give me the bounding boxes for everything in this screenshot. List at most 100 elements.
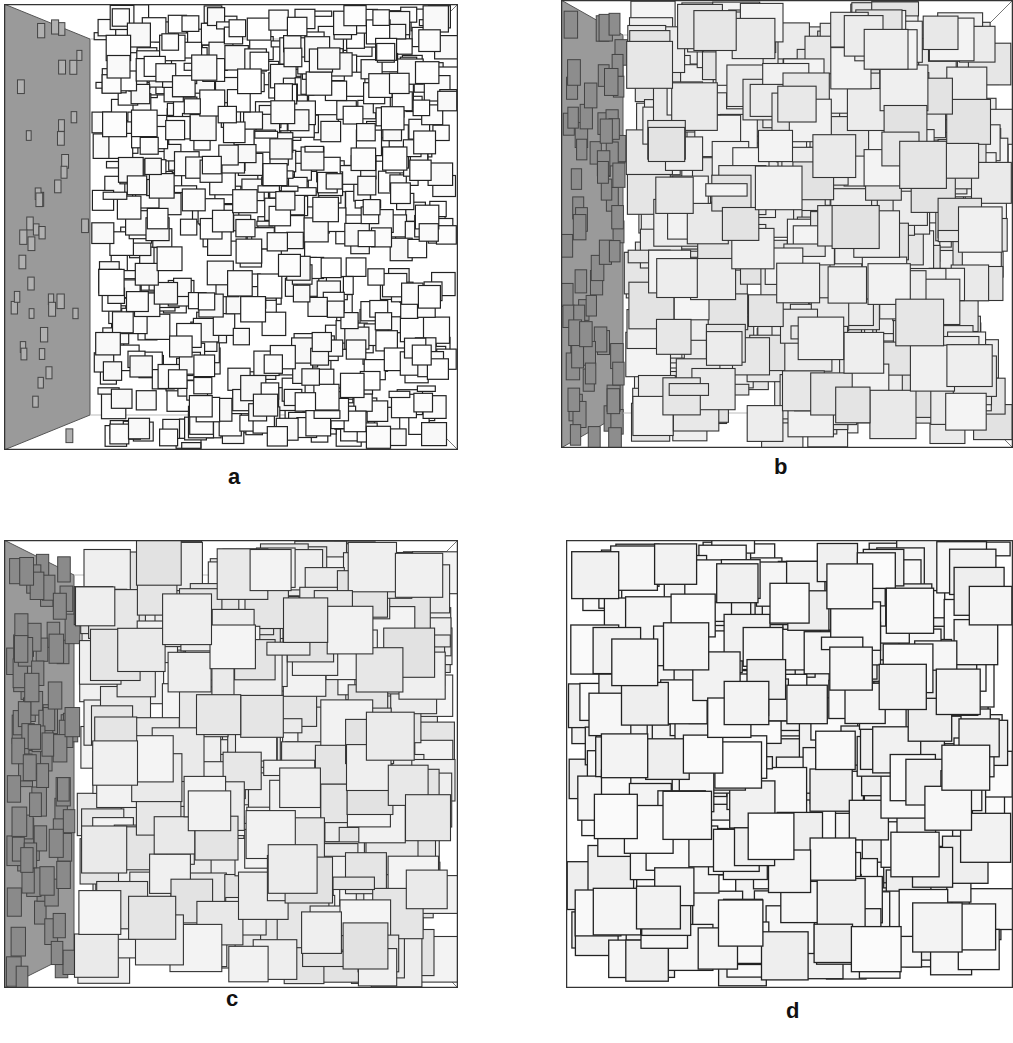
plate-square [612, 206, 624, 229]
plate-square [17, 80, 24, 94]
plate-square [410, 160, 431, 180]
plate-square [406, 795, 451, 841]
plate-square [213, 210, 234, 232]
plate-square [390, 24, 406, 39]
plate-square [584, 83, 596, 108]
plate-square [832, 206, 879, 249]
plate-square [419, 30, 441, 52]
plate-square [414, 393, 433, 412]
plate-square [73, 308, 78, 318]
plate-square [57, 861, 71, 888]
plate-square [343, 106, 363, 124]
plate-square [657, 319, 692, 354]
plate-square [76, 587, 115, 626]
plate-square [107, 56, 130, 79]
plate-square [59, 120, 65, 132]
plate-square [568, 60, 581, 86]
plate-square [19, 255, 26, 269]
plate-square [170, 336, 193, 357]
plate-square [140, 137, 158, 154]
plate-square [406, 870, 447, 909]
plate-square [166, 121, 185, 140]
plate-square [39, 227, 45, 239]
plate-square [103, 192, 127, 199]
plate-packing-view [561, 0, 1013, 448]
box-frame [562, 1, 1013, 448]
plate-square [163, 594, 212, 645]
plate-square [376, 38, 397, 60]
plate-square [318, 48, 340, 69]
plate-square [192, 55, 217, 80]
panel-ground [566, 540, 1013, 988]
plate-square [747, 406, 783, 442]
plate-square [238, 69, 262, 94]
plate-square [368, 269, 384, 285]
plate-square [11, 301, 17, 314]
plate-square [20, 558, 34, 586]
plate-square [707, 332, 743, 366]
plate-square [366, 712, 414, 760]
plate-square [61, 166, 67, 178]
plate-square [333, 877, 374, 889]
plate-square [389, 391, 410, 397]
plate-square [46, 367, 52, 379]
plate-square [194, 378, 212, 394]
plate-square [59, 23, 65, 36]
plate-square [7, 888, 21, 916]
plate-square [166, 371, 186, 391]
plate-square [39, 349, 44, 360]
plate-square [18, 702, 30, 727]
plate-square [358, 231, 375, 247]
plate-square [627, 41, 673, 88]
plate-square [346, 258, 366, 277]
plate-square [16, 966, 28, 988]
plate-square [284, 598, 328, 643]
plate-square [594, 327, 606, 352]
plate-square [168, 652, 211, 692]
plate-square [229, 946, 268, 982]
plate-square [162, 34, 179, 50]
plate-square [247, 18, 270, 40]
plate-square [233, 328, 249, 344]
plate-square [344, 6, 366, 26]
plate-square [27, 217, 33, 230]
plate-square [149, 174, 174, 199]
plate-square [864, 29, 908, 69]
box-frame [5, 541, 458, 988]
plate-square [228, 271, 253, 296]
plate-square [868, 264, 910, 305]
plate-square [49, 302, 56, 316]
plate-square [314, 411, 340, 419]
plate-square [82, 826, 127, 873]
plate-square [276, 192, 295, 210]
plate-square [182, 189, 205, 211]
plate-square [669, 384, 708, 396]
plate-square [896, 299, 944, 346]
plate-packing-view [4, 4, 458, 450]
plate-square [341, 373, 365, 397]
plate-square [416, 62, 439, 84]
plate-square [250, 52, 269, 70]
plate-square [369, 74, 392, 98]
plate-square [53, 913, 65, 937]
plate-square [56, 778, 70, 806]
panel-ground [4, 540, 458, 988]
plate-square [284, 48, 302, 66]
plate-square [321, 258, 341, 278]
plate-square [197, 695, 241, 735]
plate-square [224, 122, 246, 143]
plate-square [182, 443, 201, 449]
plate-square [33, 396, 38, 407]
plate-square [258, 274, 282, 298]
plate-square [66, 429, 73, 443]
plate-square [65, 708, 80, 737]
plate-square [63, 950, 75, 974]
plate-square [947, 99, 991, 144]
plate-square [656, 177, 693, 213]
plate-square [327, 606, 373, 654]
plate-square [92, 223, 114, 244]
plate-square [181, 219, 197, 235]
plate-square [157, 247, 182, 271]
plate-square [287, 232, 304, 248]
plate-square [314, 11, 332, 16]
